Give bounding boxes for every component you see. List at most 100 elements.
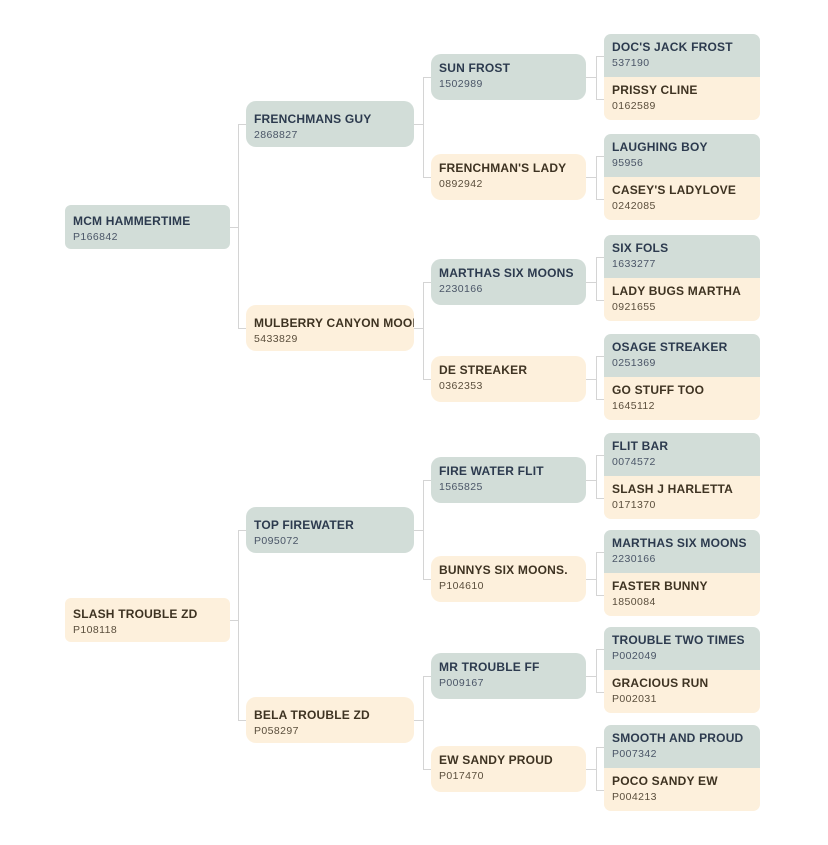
horse-name: MCM HAMMERTIME (73, 214, 191, 228)
connector-tick (596, 747, 604, 748)
connector-tick (423, 769, 431, 770)
connector-stub (230, 620, 238, 621)
connector-tick (238, 124, 246, 125)
registration-number: 0362353 (439, 380, 483, 392)
connector-stub (586, 769, 596, 770)
horse-box-dam-dam-sire-dam[interactable]: GRACIOUS RUN P002031 (604, 670, 760, 713)
horse-name: MARTHAS SIX MOONS (612, 536, 747, 550)
registration-number: 0921655 (612, 301, 656, 313)
connector-stub (586, 282, 596, 283)
connector-bracket (596, 648, 597, 692)
horse-name: GRACIOUS RUN (612, 676, 709, 690)
registration-number: 0074572 (612, 456, 656, 468)
horse-name: EW SANDY PROUD (439, 753, 553, 767)
connector-bracket (596, 355, 597, 399)
connector-tick (238, 328, 246, 329)
connector-tick (596, 99, 604, 100)
registration-number: 95956 (612, 157, 644, 169)
horse-box-dam-dam-sire-sire[interactable]: TROUBLE TWO TIMES P002049 (604, 627, 760, 670)
connector-stub (586, 480, 596, 481)
horse-name: FASTER BUNNY (612, 579, 708, 593)
connector-bracket (423, 77, 424, 177)
registration-number: 0162589 (612, 100, 656, 112)
registration-number: 0171370 (612, 499, 656, 511)
horse-box-sire-sire-dam-dam[interactable]: CASEY'S LADYLOVE 0242085 (604, 177, 760, 220)
connector-tick (596, 649, 604, 650)
registration-number: 1645112 (612, 400, 655, 412)
connector-bracket (423, 480, 424, 579)
connector-tick (596, 257, 604, 258)
horse-name: LAUGHING BOY (612, 140, 708, 154)
connector-tick (596, 498, 604, 499)
horse-box-sire-sire-dam-sire[interactable]: LAUGHING BOY 95956 (604, 134, 760, 177)
registration-number: 0242085 (612, 200, 656, 212)
connector-tick (596, 790, 604, 791)
horse-name: DE STREAKER (439, 363, 528, 377)
connector-bracket (238, 124, 239, 328)
horse-name: TROUBLE TWO TIMES (612, 633, 745, 647)
connector-bracket (596, 155, 597, 199)
connector-bracket (596, 746, 597, 790)
horse-name: DOC'S JACK FROST (612, 40, 733, 54)
horse-name: GO STUFF TOO (612, 383, 705, 397)
connector-stub (414, 530, 423, 531)
registration-number: 5433829 (254, 333, 298, 345)
registration-number: P002049 (612, 650, 657, 662)
registration-number: 1565825 (439, 481, 483, 493)
connector-tick (423, 676, 431, 677)
connector-tick (596, 199, 604, 200)
connector-bracket (596, 256, 597, 300)
horse-box-sire-dam-dam-dam[interactable]: GO STUFF TOO 1645112 (604, 377, 760, 420)
horse-name: CASEY'S LADYLOVE (612, 183, 737, 197)
horse-name: SLASH TROUBLE ZD (73, 607, 198, 621)
connector-tick (596, 692, 604, 693)
horse-name: FRENCHMAN'S LADY (439, 161, 567, 175)
horse-box-dam-sire-dam[interactable]: BUNNYS SIX MOONS.P104610 (431, 556, 586, 602)
connector-tick (596, 399, 604, 400)
connector-bracket (423, 282, 424, 379)
connector-stub (586, 77, 596, 78)
connector-stub (586, 379, 596, 380)
connector-bracket (596, 551, 597, 595)
horse-box-dam-sire-dam-dam[interactable]: FASTER BUNNY 1850084 (604, 573, 760, 616)
horse-name: SLASH J HARLETTA (612, 482, 733, 496)
horse-name: MULBERRY CANYON MOON (254, 316, 414, 330)
connector-tick (423, 480, 431, 481)
connector-stub (414, 124, 423, 125)
registration-number: P002031 (612, 693, 657, 705)
connector-tick (423, 282, 431, 283)
connector-tick (238, 720, 246, 721)
horse-name: TOP FIREWATER (254, 518, 354, 532)
horse-box-sire-dam-dam[interactable]: DE STREAKER 0362353 (431, 356, 586, 402)
horse-box-dam-sire-sire-dam[interactable]: SLASH J HARLETTA 0171370 (604, 476, 760, 519)
horse-name: BELA TROUBLE ZD (254, 708, 370, 722)
connector-tick (596, 356, 604, 357)
horse-box-dam-sire[interactable]: TOP FIREWATER P095072 (246, 507, 414, 553)
horse-box-sire-dam[interactable]: MULBERRY CANYON MOON 5433829 (246, 305, 414, 351)
registration-number: P095072 (254, 535, 299, 547)
registration-number: P104610 (439, 580, 484, 592)
registration-number: 1850084 (612, 596, 656, 608)
registration-number: 2230166 (439, 283, 483, 295)
connector-tick (423, 177, 431, 178)
